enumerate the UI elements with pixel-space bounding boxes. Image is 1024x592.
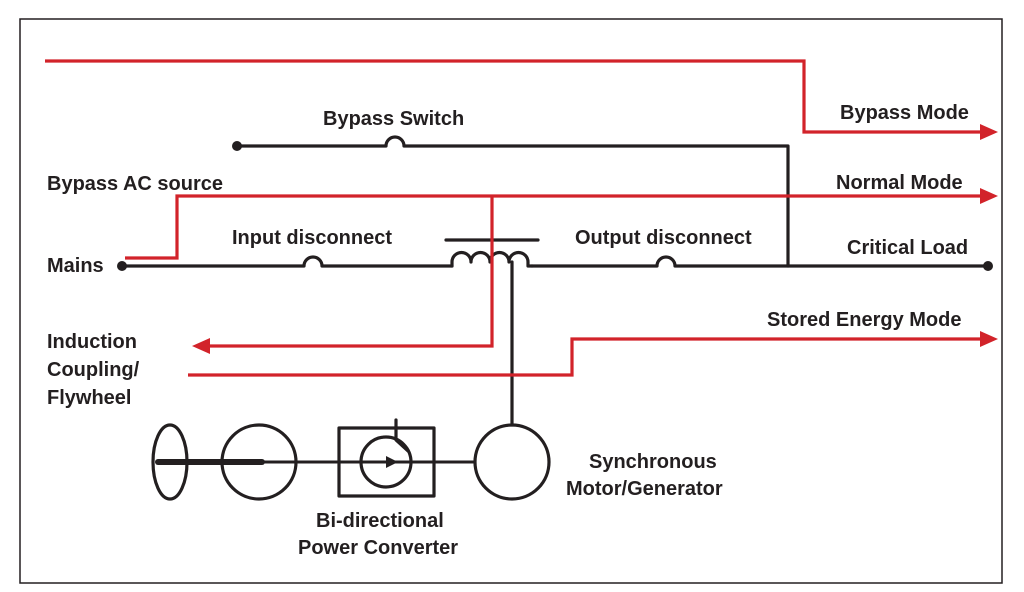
stored-energy-mode-arrowhead bbox=[980, 331, 998, 347]
mains-label: Mains bbox=[47, 255, 104, 277]
induction-coupling-flow bbox=[192, 196, 494, 354]
bypass-mode-arrowhead bbox=[980, 124, 998, 140]
bypass-mode-flow bbox=[45, 59, 998, 140]
induction-label-line1: Induction bbox=[47, 331, 137, 353]
bypass-mode-label: Bypass Mode bbox=[840, 102, 969, 124]
bypass-switch-label: Bypass Switch bbox=[323, 108, 464, 130]
normal-mode-label: Normal Mode bbox=[836, 172, 963, 194]
normal-mode-flow bbox=[125, 188, 998, 260]
converter-label-line2: Power Converter bbox=[298, 537, 458, 559]
flywheel bbox=[151, 423, 265, 501]
bypass-ac-source-label: Bypass AC source bbox=[47, 173, 223, 195]
critical-load-label: Critical Load bbox=[847, 237, 968, 259]
converter-label-line1: Bi-directional bbox=[316, 510, 444, 532]
stored-energy-mode-flow bbox=[188, 331, 998, 377]
synchronous-motor-generator bbox=[473, 423, 551, 501]
synchronous-label-line2: Motor/Generator bbox=[566, 478, 723, 500]
main-bus-wire bbox=[117, 255, 993, 271]
synchronous-label-line1: Synchronous bbox=[589, 451, 717, 473]
induction-label-line2: Coupling/ bbox=[47, 359, 140, 381]
induction-label-line3: Flywheel bbox=[47, 387, 131, 409]
output-disconnect-label: Output disconnect bbox=[575, 227, 752, 249]
power-converter bbox=[337, 418, 436, 498]
diagram-frame bbox=[19, 18, 1003, 584]
normal-mode-arrowhead bbox=[980, 188, 998, 204]
stored-energy-mode-label: Stored Energy Mode bbox=[767, 309, 961, 331]
bypass-wire bbox=[232, 135, 790, 268]
induction-coupling-arrowhead bbox=[192, 338, 210, 354]
input-disconnect-label: Input disconnect bbox=[232, 227, 392, 249]
